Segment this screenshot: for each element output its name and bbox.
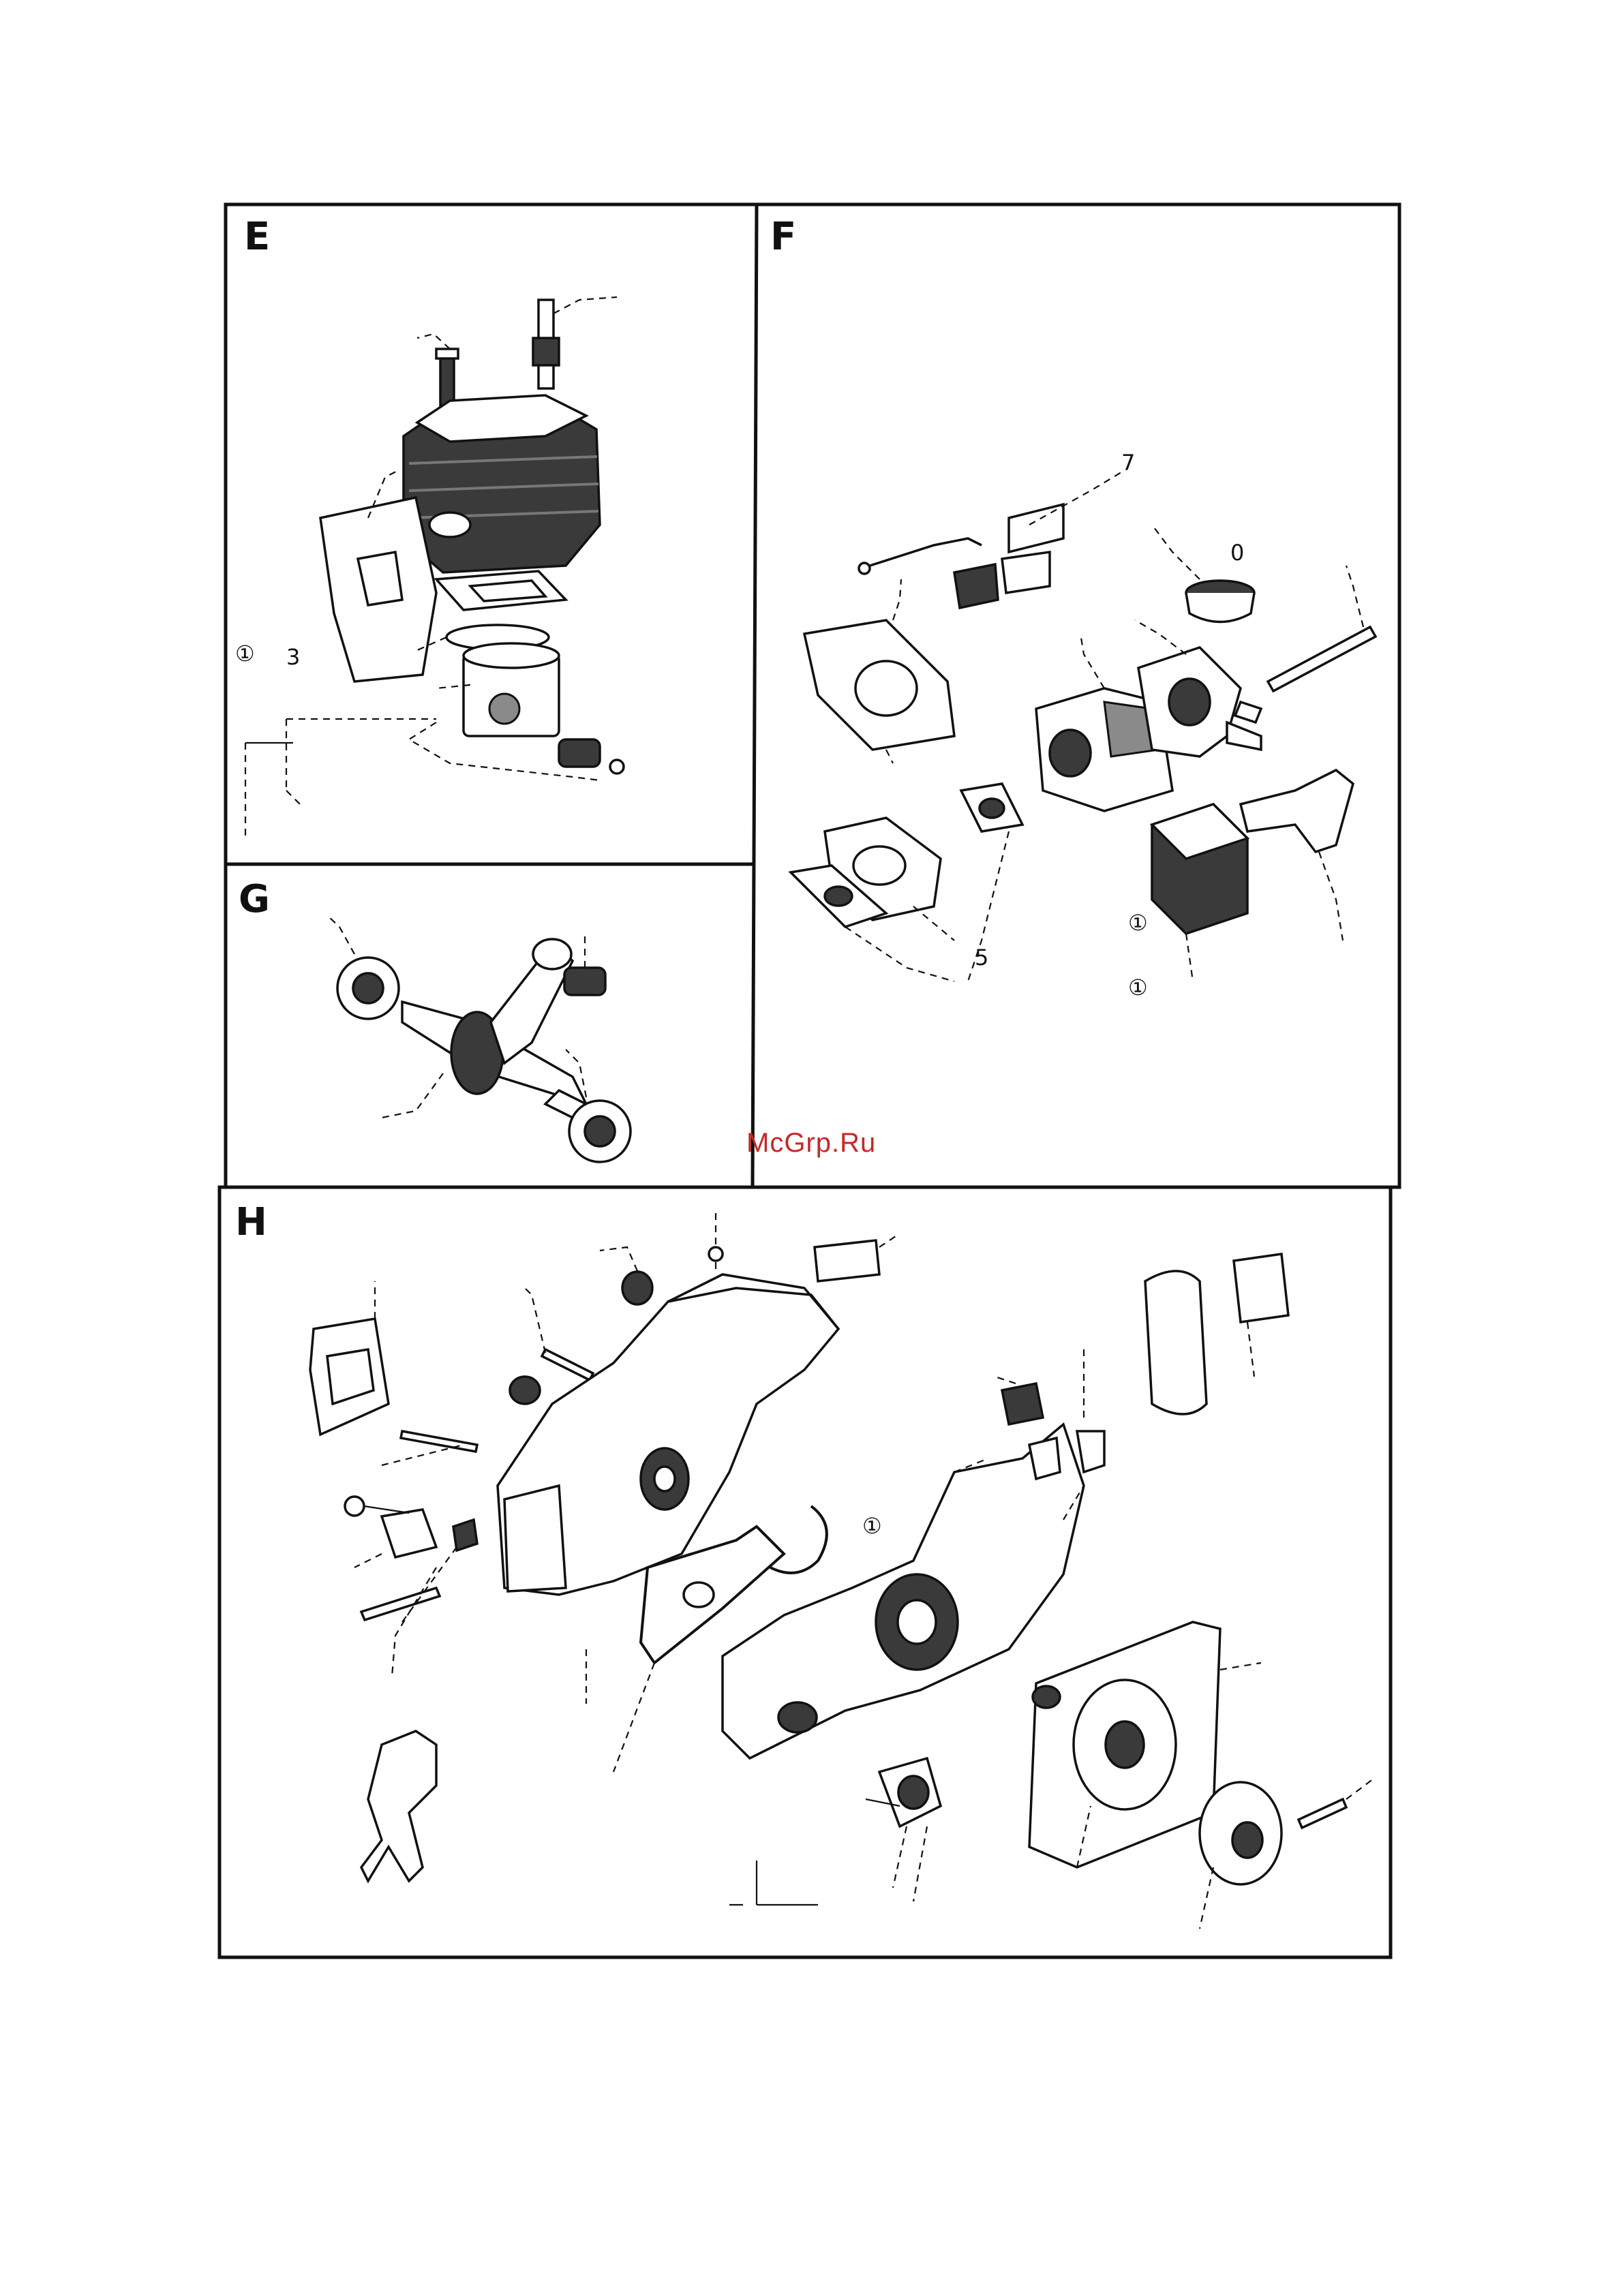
bumper-spike [361, 1731, 436, 1881]
panel-f-label-5: ① [1128, 975, 1148, 1000]
wire-clip [770, 1506, 827, 1573]
panel-f: F 7 0 [770, 215, 1376, 1000]
main-bearing-right [569, 1101, 631, 1162]
air-filter [1152, 804, 1247, 934]
crank-needle-bearing [564, 968, 605, 995]
panel-e-label-1: ① [235, 641, 255, 667]
carb-stud [1268, 627, 1376, 691]
panel-f-label-4: ① [1128, 910, 1148, 936]
intake-boot [1186, 581, 1254, 622]
cylinder [404, 395, 600, 572]
panel-f-label-3: 5 [975, 945, 988, 970]
fan-seal [1033, 1686, 1060, 1708]
circlip [610, 760, 624, 774]
plug [622, 1272, 652, 1304]
tank-vent [1029, 1438, 1060, 1479]
crankcase-right [723, 1424, 1084, 1758]
crankcase-left [498, 1274, 838, 1595]
divider-e-f [753, 204, 757, 1187]
panel-g: G [239, 877, 631, 1162]
long-screw-3 [361, 1588, 440, 1620]
panel-h-label-1: ① [862, 1513, 882, 1539]
panel-f-letter: F [770, 215, 796, 259]
watermark: McGrp.Ru [746, 1128, 876, 1158]
small-bolt [345, 1497, 364, 1516]
panel-h: H [235, 1200, 1374, 1929]
panel-e-letter: E [244, 215, 270, 259]
throttle-bracket [1009, 504, 1063, 552]
panel-e-label-2: 3 [286, 644, 300, 670]
nut [510, 1377, 540, 1404]
handle-cover [1145, 1271, 1207, 1414]
flywheel [1200, 1782, 1281, 1884]
muffler-gasket [1234, 1254, 1288, 1322]
panel-g-letter: G [239, 877, 270, 921]
long-screw-2 [401, 1431, 477, 1452]
panel-f-label-2: 0 [1230, 540, 1244, 566]
flywheel-bolt [1299, 1799, 1346, 1828]
choke-rod [866, 538, 982, 567]
needle-bearing [559, 739, 600, 767]
panel-f-label-1: 7 [1121, 450, 1135, 476]
panel-h-letter: H [235, 1200, 267, 1244]
bolt-head-top [709, 1247, 723, 1261]
front-bracket [382, 1510, 436, 1557]
oil-cap [1002, 1383, 1043, 1424]
piston [464, 643, 559, 736]
panel-e: E [235, 215, 624, 838]
throttle-lever [1241, 770, 1353, 852]
fan-housing [1029, 1622, 1220, 1867]
oil-pump-piece [453, 1520, 477, 1550]
rear-bracket [1077, 1431, 1104, 1472]
chain-guide-block [815, 1240, 879, 1281]
crankshaft [402, 939, 586, 1118]
main-bearing-left [337, 958, 399, 1019]
long-screw-1 [542, 1349, 593, 1380]
